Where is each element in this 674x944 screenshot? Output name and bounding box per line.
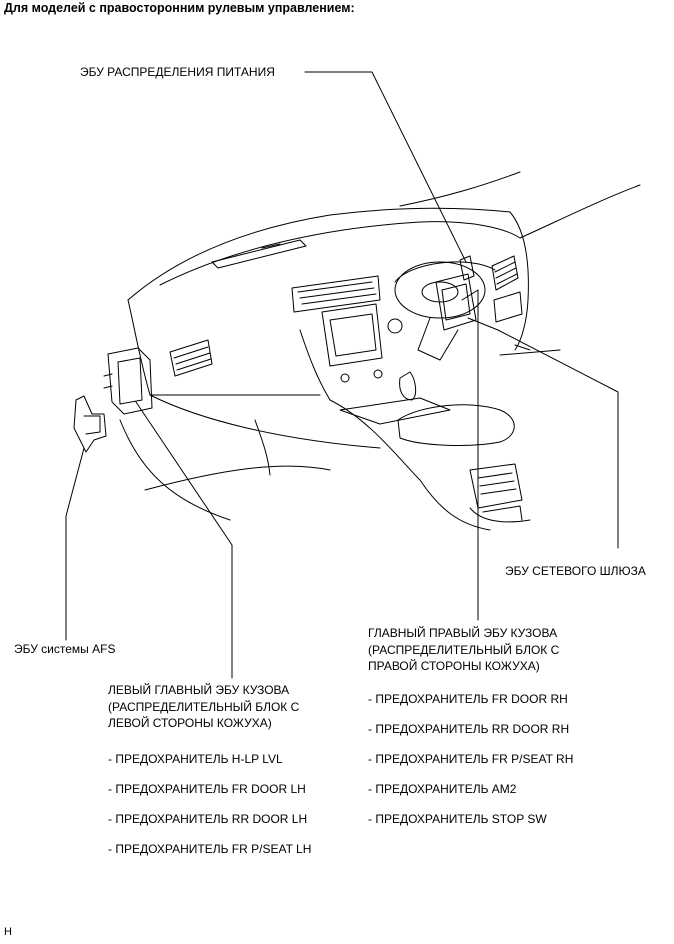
windshield-edge — [399, 171, 521, 207]
leader-gateway-ecu — [467, 317, 619, 549]
left-body-ecu-title-line: ЛЕВЫЙ ГЛАВНЫЙ ЭБУ КУЗОВА — [108, 683, 290, 697]
fuse-item: - ПРЕДОХРАНИТЕЛЬ FR DOOR LH — [108, 782, 306, 796]
fuse-item: - ПРЕДОХРАНИТЕЛЬ AM2 — [368, 782, 517, 796]
left-body-ecu-title-line: (РАСПРЕДЕЛИТЕЛЬНЫЙ БЛОК С — [108, 699, 300, 714]
leader-left-body-ecu — [135, 401, 233, 679]
right-body-ecu-fuse-list: - ПРЕДОХРАНИТЕЛЬ FR DOOR RH - ПРЕДОХРАНИ… — [368, 692, 573, 842]
left-body-ecu — [107, 347, 153, 415]
left-vent — [169, 339, 213, 377]
console-top — [339, 397, 451, 425]
right-body-ecu-title-line: ГЛАВНЫЙ ПРАВЫЙ ЭБУ КУЗОВА — [368, 626, 558, 640]
defroster-vent — [211, 239, 307, 269]
center-stack-side — [299, 329, 331, 401]
gear-shift — [399, 371, 417, 401]
fuse-item: - ПРЕДОХРАНИТЕЛЬ FR DOOR RH — [368, 692, 568, 706]
leader-afs-ecu — [65, 447, 85, 641]
fuse-item: - ПРЕДОХРАНИТЕЛЬ H-LP LVL — [108, 752, 283, 766]
knee-panel — [119, 419, 231, 521]
fuse-item: - ПРЕДОХРАНИТЕЛЬ RR DOOR RH — [368, 722, 570, 736]
dash-right-edge — [509, 211, 529, 351]
right-body-ecu-title-line: ПРАВОЙ СТОРОНЫ КОЖУХА) — [368, 659, 540, 673]
figure-code: H — [4, 926, 12, 938]
steering-column — [417, 317, 459, 361]
steering-wheel — [394, 261, 486, 319]
rear-console-lower — [469, 507, 531, 523]
left-body-ecu-fuse-list: - ПРЕДОХРАНИТЕЛЬ H-LP LVL - ПРЕДОХРАНИТЕ… — [108, 752, 311, 872]
label-gateway-ecu: ЭБУ СЕТЕВОГО ШЛЮЗА — [505, 564, 646, 578]
rear-console — [469, 463, 523, 509]
hazard-knob — [340, 373, 350, 383]
right-vent — [491, 255, 519, 291]
right-switch-panel — [493, 291, 523, 323]
label-afs-ecu: ЭБУ системы AFS — [14, 642, 116, 656]
steering-hub — [421, 281, 459, 303]
afs-ecu — [73, 395, 107, 453]
center-stack-top — [291, 275, 381, 313]
dash-top-outline — [127, 207, 511, 301]
page-heading: Для моделей с правосторонним рулевым упр… — [4, 1, 355, 15]
fuse-item: - ПРЕДОХРАНИТЕЛЬ FR P/SEAT RH — [368, 752, 574, 766]
fuse-item: - ПРЕДОХРАНИТЕЛЬ STOP SW — [368, 812, 547, 826]
speaker-slot — [261, 243, 281, 249]
left-body-ecu-title-line: ЛЕВОЙ СТОРОНЫ КОЖУХА) — [108, 716, 272, 730]
glovebox — [149, 394, 381, 449]
dash-top-rear — [159, 221, 521, 286]
right-body-ecu — [435, 273, 477, 331]
control-knob — [387, 318, 403, 334]
leader-right-body-ecu — [461, 289, 479, 621]
leader-power-ecu — [304, 71, 467, 263]
left-dash-face — [127, 299, 321, 396]
armrest — [397, 404, 515, 446]
fuse-item: - ПРЕДОХРАНИТЕЛЬ FR P/SEAT LH — [108, 842, 312, 856]
center-display — [321, 303, 383, 367]
fuse-item: - ПРЕДОХРАНИТЕЛЬ RR DOOR LH — [108, 812, 308, 826]
label-power-ecu: ЭБУ РАСПРЕДЕЛЕНИЯ ПИТАНИЯ — [80, 65, 275, 79]
pillar-right — [519, 184, 641, 239]
right-body-ecu-title: ГЛАВНЫЙ ПРАВЫЙ ЭБУ КУЗОВА (РАСПРЕДЕЛИТЕЛ… — [368, 625, 559, 675]
right-body-ecu-title-line: (РАСПРЕДЕЛИТЕЛЬНЫЙ БЛОК С — [368, 642, 560, 657]
console-side — [329, 399, 491, 531]
floor-line — [144, 465, 331, 491]
left-body-ecu-title: ЛЕВЫЙ ГЛАВНЫЙ ЭБУ КУЗОВА (РАСПРЕДЕЛИТЕЛЬ… — [108, 682, 299, 732]
cluster-hood — [394, 261, 496, 283]
